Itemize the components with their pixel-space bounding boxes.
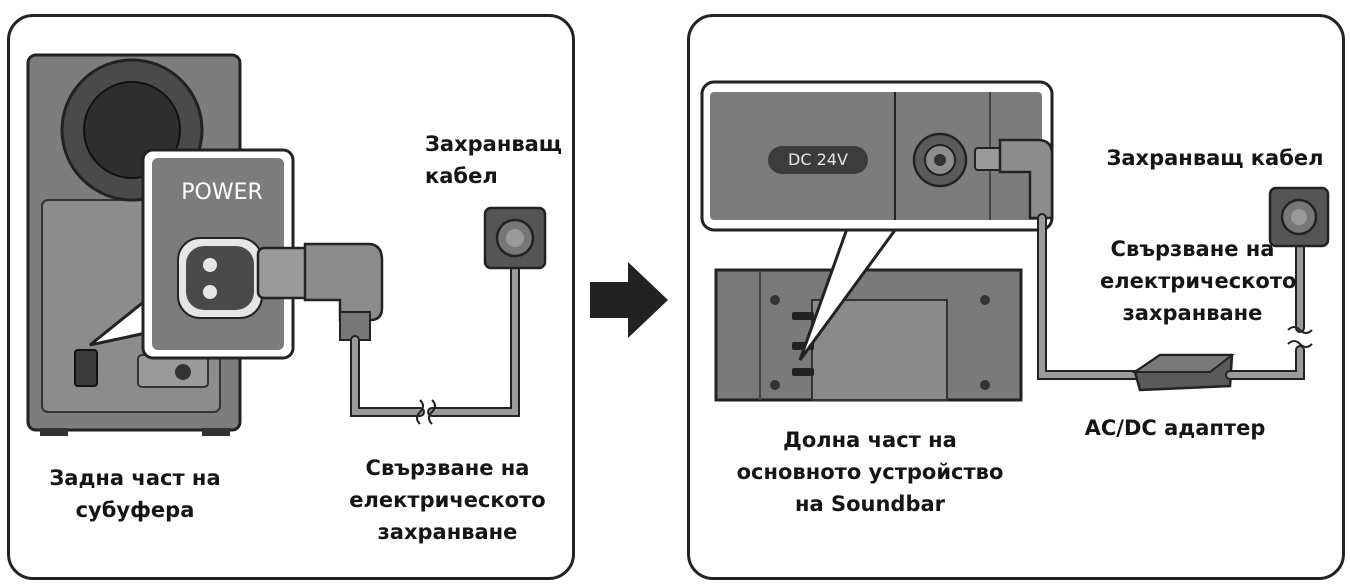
soundbar-label: Долна част на основното устройство на So… [736, 428, 1004, 516]
wall-outlet-icon-right [1268, 186, 1330, 248]
power-label: POWER [181, 180, 263, 205]
dc-cable [1039, 215, 1143, 378]
left-outlet-label: Свързване на електрическото захранване [349, 456, 546, 544]
next-step-arrow-icon [590, 262, 668, 338]
cable-break-icon-right [1287, 326, 1313, 348]
power-cable [352, 259, 518, 415]
wall-outlet-icon [483, 206, 547, 270]
cable-break-icon [416, 399, 436, 425]
right-cable-label: Захранващ кабел [1106, 146, 1324, 170]
power-callout [141, 148, 295, 360]
dc-callout [700, 80, 1054, 232]
dc-plug [974, 138, 1054, 220]
power-cable-right [1227, 237, 1303, 378]
dc-24v-label: DC 24V [788, 150, 848, 169]
adapter-label: AC/DC адаптер [1084, 416, 1266, 440]
left-cable-label: Захранващ кабел [425, 132, 563, 188]
ac-dc-adapter-icon [1131, 353, 1235, 392]
right-outlet-label: Свързване на електрическото захранване [1100, 237, 1297, 325]
power-plug [256, 242, 384, 341]
soundbar-bottom [714, 268, 1023, 402]
subwoofer-label: Задна част на субуфера [49, 466, 221, 522]
